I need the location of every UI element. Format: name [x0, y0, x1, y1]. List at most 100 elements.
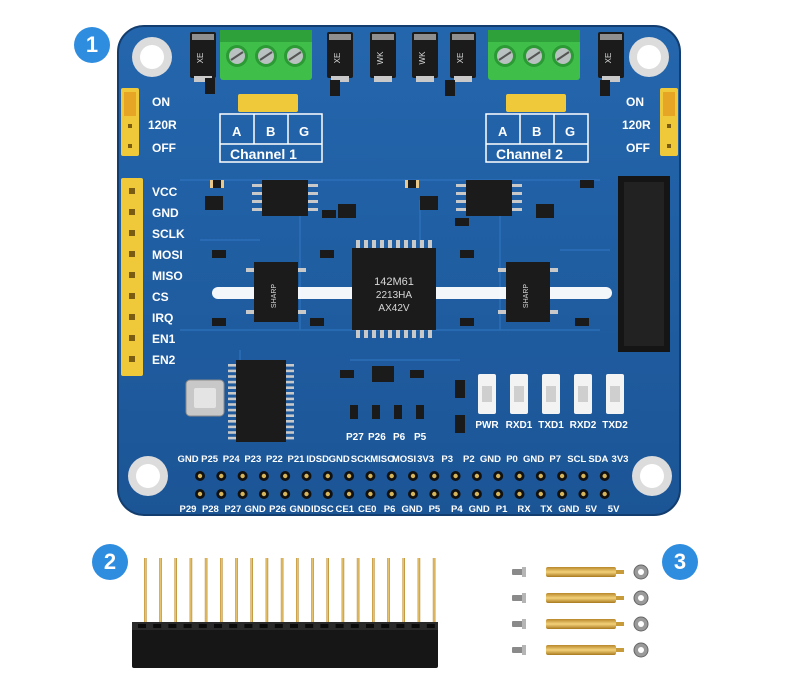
gpio-bottom-label: P4: [451, 504, 463, 515]
gpio-top-label: GND: [480, 454, 501, 465]
diode-marking: XE: [604, 53, 613, 64]
gpio-40pin-header[interactable]: [195, 471, 610, 499]
diode-marking: XE: [456, 53, 465, 64]
gpio-bottom-label: 5V: [608, 504, 620, 515]
gpio-top-label: SCL: [567, 454, 586, 465]
channel1-label: Channel 1: [230, 146, 297, 162]
ch2-pin-a: A: [498, 124, 508, 139]
chip-marking-line1: 142M61: [374, 276, 414, 288]
optocoupler-right: SHARP: [498, 262, 558, 322]
led-label: RXD2: [570, 420, 597, 431]
gpio-bottom-label: GND: [469, 504, 490, 515]
jumper-label-120r-right: 120R: [622, 118, 651, 132]
gpio-top-label: SCK: [351, 454, 371, 465]
uart-controller-chip: 142M61 2213HA AX42V: [352, 240, 436, 338]
gpio-bottom-label: P5: [429, 504, 441, 515]
spi-label: GND: [152, 206, 179, 220]
gpio-bottom-label: P1: [496, 504, 508, 515]
jumper-label-off: OFF: [152, 141, 176, 155]
ch2-pin-b: B: [532, 124, 541, 139]
gpio-top-label: MISO: [370, 454, 394, 465]
crystal-oscillator: [185, 379, 225, 417]
marker-3-badge: 3: [662, 544, 698, 580]
termination-jumper-right[interactable]: [660, 88, 678, 156]
diode-marking: XE: [333, 53, 342, 64]
channel2-label: Channel 2: [496, 146, 563, 162]
pad-label-p27: P27: [346, 432, 364, 443]
optocoupler-marking: SHARP: [271, 284, 278, 308]
ch1-pin-g: G: [299, 124, 309, 139]
channel2-header[interactable]: [506, 94, 566, 112]
transceiver-chip-2: [456, 180, 522, 216]
spi-label: MOSI: [152, 248, 183, 262]
spi-label: VCC: [152, 185, 178, 199]
spi-label: SCLK: [152, 227, 185, 241]
gpio-top-label: 3V3: [417, 454, 434, 465]
gpio-bottom-label: P28: [202, 504, 219, 515]
channel1-header[interactable]: [238, 94, 298, 112]
gpio-top-label: P7: [549, 454, 561, 465]
led-label: TXD1: [538, 420, 564, 431]
gpio-top-label: P22: [266, 454, 283, 465]
level-shifter-chip: [228, 360, 294, 442]
gpio-bottom-label: P29: [180, 504, 197, 515]
spi-label: IRQ: [152, 311, 173, 325]
spi-label: EN2: [152, 353, 176, 367]
termination-jumper-left[interactable]: [121, 88, 139, 156]
jumper-label-120r: 120R: [148, 118, 177, 132]
chip-marking-line3: AX42V: [378, 303, 409, 314]
gpio-top-label: SDA: [588, 454, 608, 465]
jumper-label-on-right: ON: [626, 95, 644, 109]
optocoupler-left: SHARP: [246, 262, 306, 322]
optocoupler-marking-2: SHARP: [523, 284, 530, 308]
spi-label: MISO: [152, 269, 183, 283]
diode-marking: XE: [196, 53, 205, 64]
channel2-screw-terminal[interactable]: [488, 30, 580, 80]
gpio-bottom-label: GND: [558, 504, 579, 515]
can-connector-block: [618, 176, 670, 352]
pad-label-p26: P26: [368, 432, 386, 443]
gpio-top-label: P0: [506, 454, 518, 465]
led-label: RXD1: [506, 420, 533, 431]
gpio-top-label: P3: [441, 454, 453, 465]
chip-marking-line2: 2213HA: [376, 290, 412, 301]
jumper-label-off-right: OFF: [626, 141, 650, 155]
gpio-bottom-label: P26: [269, 504, 286, 515]
gpio-bottom-label: CE1: [336, 504, 355, 515]
gpio-top-label: 3V3: [612, 454, 629, 465]
gpio-top-label: GND: [329, 454, 350, 465]
gpio-top-label: P21: [288, 454, 306, 465]
gpio-top-label: P2: [463, 454, 475, 465]
jumper-label-on: ON: [152, 95, 170, 109]
female-pin-header: [132, 558, 438, 668]
channel1-screw-terminal[interactable]: [220, 30, 312, 80]
gpio-bottom-label: GND: [289, 504, 310, 515]
spi-label: EN1: [152, 332, 176, 346]
gpio-top-label: P24: [223, 454, 241, 465]
marker-1-badge: 1: [74, 27, 110, 63]
gpio-bottom-label: P27: [224, 504, 241, 515]
gpio-bottom-label: 5V: [585, 504, 597, 515]
gpio-top-label: P23: [244, 454, 261, 465]
gpio-bottom-label: P6: [384, 504, 396, 515]
gpio-bottom-label: RX: [517, 504, 531, 515]
led-label: TXD2: [602, 420, 628, 431]
ch2-pin-g: G: [565, 124, 575, 139]
gpio-bottom-label: TX: [540, 504, 553, 515]
ch1-pin-a: A: [232, 124, 242, 139]
diode-marking: WK: [418, 51, 427, 65]
pad-label-p6: P6: [393, 432, 406, 443]
transceiver-chip-1: [252, 180, 318, 216]
diode-marking: WK: [376, 51, 385, 65]
ch1-pin-b: B: [266, 124, 275, 139]
copper-standoff-set: [512, 564, 649, 658]
tvs-diode-row: XE XE WK WK XE XE: [190, 32, 624, 82]
gpio-top-label: P25: [201, 454, 219, 465]
gpio-top-label: MOSI: [392, 454, 416, 465]
gpio-bottom-label: GND: [401, 504, 422, 515]
pad-label-p5: P5: [414, 432, 427, 443]
gpio-top-label: GND: [177, 454, 198, 465]
spi-pin-header[interactable]: [121, 178, 143, 376]
marker-2-badge: 2: [92, 544, 128, 580]
